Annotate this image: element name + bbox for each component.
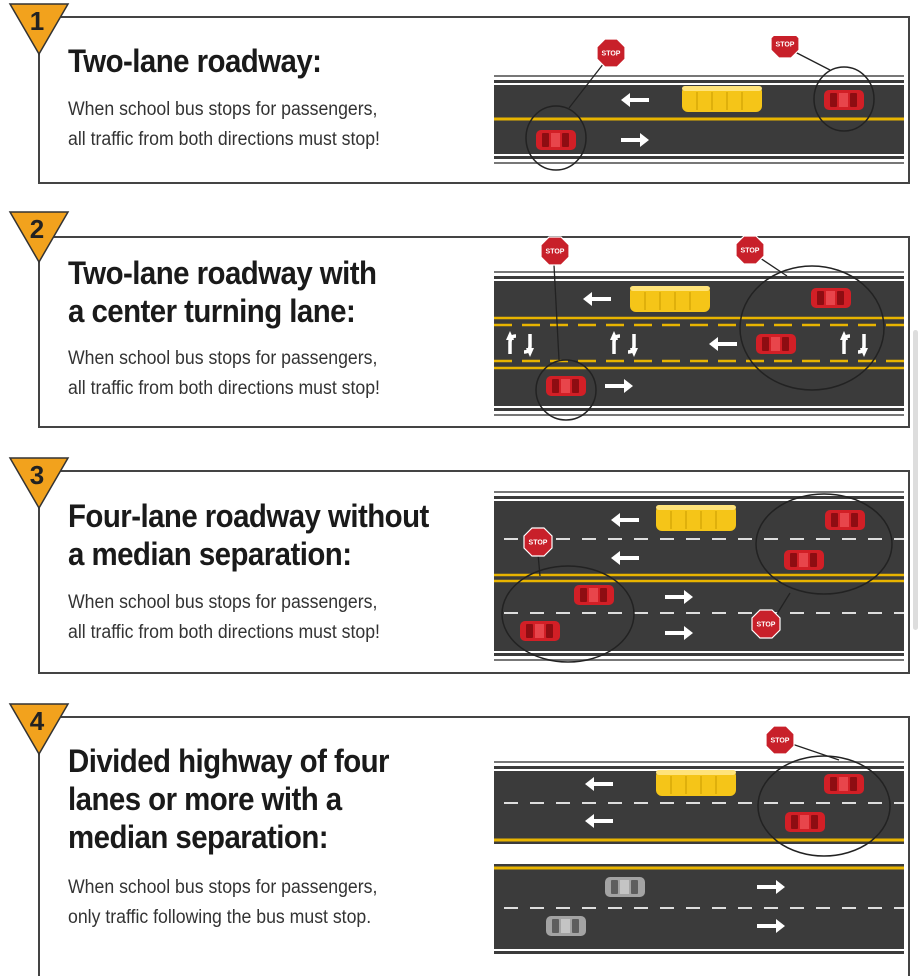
panel-description: When school bus stops for passengers, on… — [68, 873, 377, 933]
stop-sign-label: STOP — [757, 622, 776, 629]
stop-sign-label: STOP — [741, 248, 760, 255]
car-icon — [574, 585, 614, 605]
panel-number-badge: 4 — [8, 702, 70, 756]
scrollbar[interactable] — [913, 330, 918, 630]
stop-zone-circle — [757, 755, 891, 857]
school-bus-icon — [629, 285, 711, 313]
stop-sign-icon: STOP — [540, 236, 570, 266]
panel-number: 4 — [30, 706, 45, 736]
car-icon — [824, 774, 864, 794]
stop-zone-circle — [755, 493, 893, 595]
stop-sign-icon: STOP — [770, 36, 800, 59]
four-lane-road-diagram: STOP STOP — [494, 491, 904, 663]
title-line: Four-lane roadway without — [68, 498, 429, 534]
car-icon — [546, 376, 586, 396]
description-line: When school bus stops for passengers, — [68, 348, 378, 369]
car-icon — [824, 90, 864, 110]
school-bus-icon — [655, 769, 737, 797]
panel-number-badge: 2 — [8, 210, 70, 264]
title-line: a median separation: — [68, 536, 352, 572]
stop-sign-icon: STOP — [751, 609, 781, 639]
stop-sign-icon: STOP — [523, 527, 553, 557]
description-line: When school bus stops for passengers, — [68, 99, 378, 120]
title-line: Two-lane roadway with — [68, 255, 377, 291]
description-line: When school bus stops for passengers, — [68, 592, 378, 613]
car-icon — [785, 812, 825, 832]
panel-title: Divided highway of four lanes or more wi… — [68, 742, 390, 856]
stop-zone-circle — [739, 265, 885, 391]
car-icon — [536, 130, 576, 150]
stop-sign-label: STOP — [771, 738, 790, 745]
two-lane-road-diagram: STOP STOP — [494, 36, 904, 171]
car-icon — [784, 550, 824, 570]
panel-number-badge: 1 — [8, 2, 70, 56]
stop-sign-icon: STOP — [596, 38, 626, 68]
stop-zone-circle — [813, 66, 875, 132]
panel-number: 3 — [30, 460, 44, 490]
stop-sign-label: STOP — [546, 249, 565, 256]
stop-sign-icon: STOP — [735, 235, 765, 265]
stop-zone-circle — [501, 565, 635, 663]
description-line: only traffic following the bus must stop… — [68, 907, 372, 928]
title-line: Two-lane roadway: — [68, 43, 322, 79]
panel-number-badge: 3 — [8, 456, 70, 510]
stop-sign-label: STOP — [602, 51, 621, 58]
panel-title: Two-lane roadway: — [68, 42, 322, 80]
car-icon — [520, 621, 560, 641]
title-line: lanes or more with a — [68, 781, 342, 817]
panel-description: When school bus stops for passengers, al… — [68, 344, 380, 404]
car-icon — [811, 288, 851, 308]
stop-zone-circle — [525, 105, 587, 171]
stop-zone-circle — [535, 359, 597, 421]
description-line: When school bus stops for passengers, — [68, 877, 378, 898]
stop-sign-label: STOP — [776, 42, 795, 49]
car-icon — [546, 916, 586, 936]
school-bus-icon — [681, 85, 763, 113]
stop-sign-label: STOP — [529, 540, 548, 547]
car-icon — [825, 510, 865, 530]
description-line: all traffic from both directions must st… — [68, 129, 380, 150]
panel-description: When school bus stops for passengers, al… — [68, 588, 380, 648]
divided-highway-road-diagram: STOP — [494, 725, 904, 954]
car-icon — [756, 334, 796, 354]
panel-description: When school bus stops for passengers, al… — [68, 95, 380, 155]
stop-sign-icon: STOP — [765, 725, 795, 755]
panel-number: 1 — [30, 6, 44, 36]
title-line: median separation: — [68, 819, 329, 855]
center-turning-lane-road-diagram: STOP STOP — [494, 235, 904, 421]
school-bus-icon — [655, 504, 737, 532]
description-line: all traffic from both directions must st… — [68, 622, 380, 643]
title-line: Divided highway of four — [68, 743, 390, 779]
panel-number: 2 — [30, 214, 44, 244]
title-line: a center turning lane: — [68, 293, 356, 329]
panel-title: Four-lane roadway without a median separ… — [68, 497, 429, 573]
description-line: all traffic from both directions must st… — [68, 378, 380, 399]
car-icon — [605, 877, 645, 897]
panel-title: Two-lane roadway with a center turning l… — [68, 254, 377, 330]
